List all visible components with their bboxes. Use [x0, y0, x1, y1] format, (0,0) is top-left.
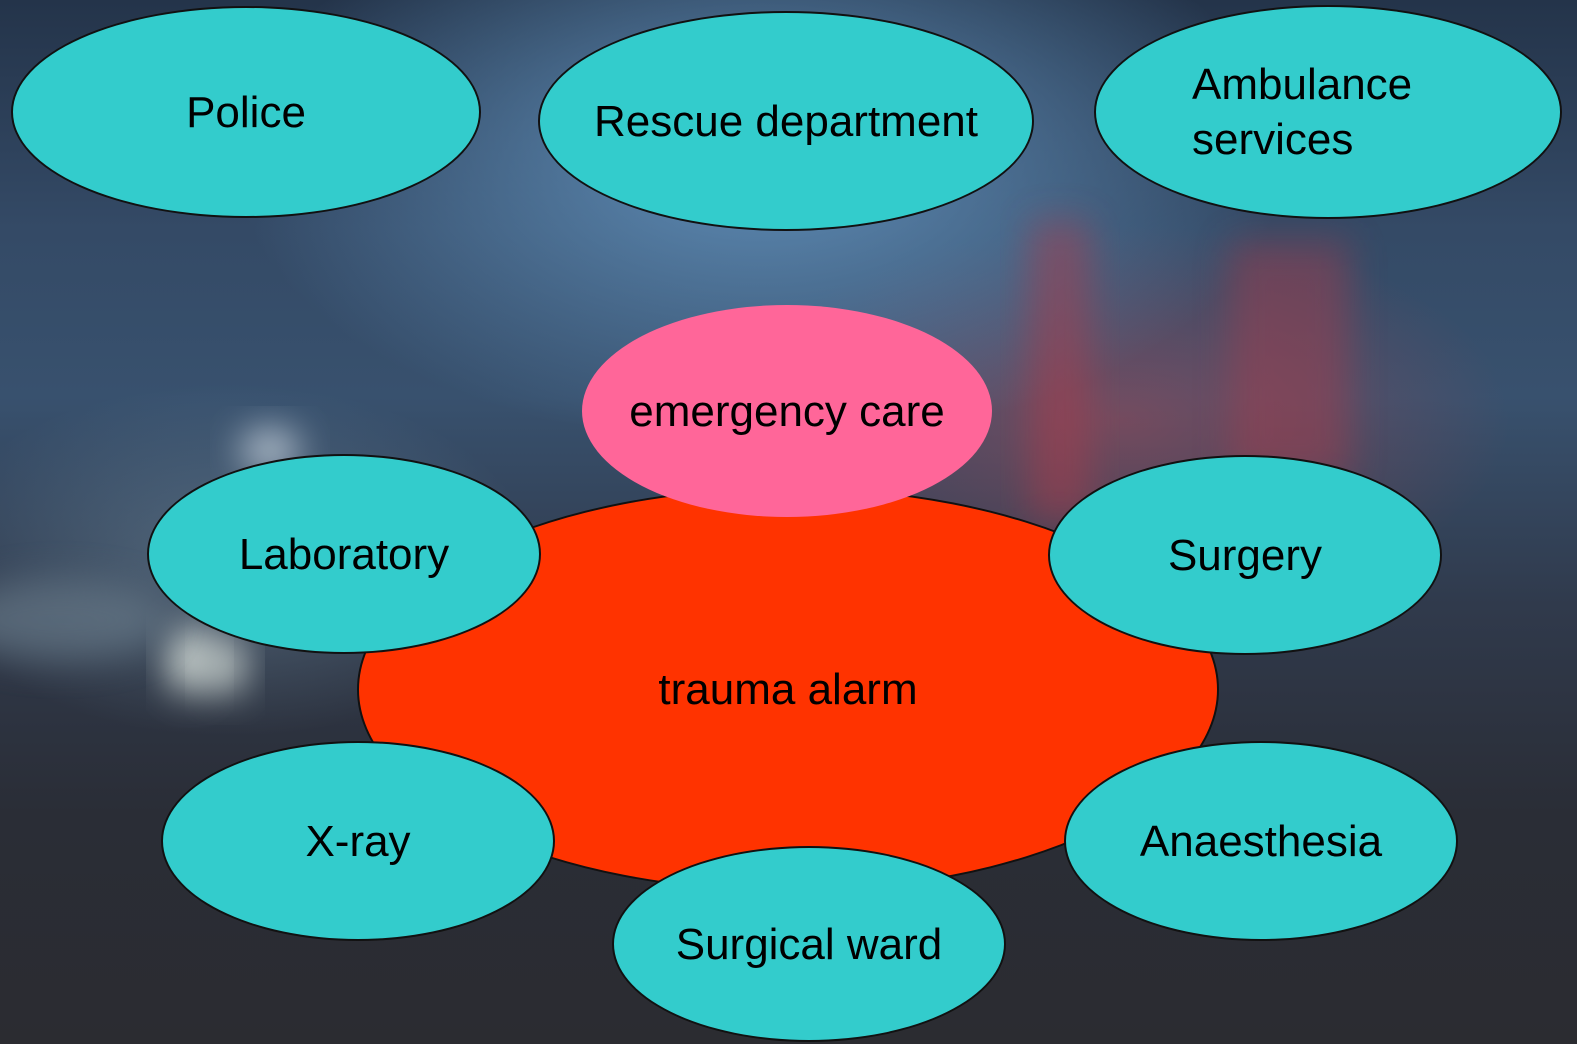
emergency-care-node: emergency care [582, 305, 992, 517]
surgical-ward-label: Surgical ward [675, 919, 943, 969]
ambulance-services-label: Ambulance services [1192, 60, 1413, 164]
emergency-care-label: emergency care [629, 386, 945, 436]
surgery-node: Surgery [1048, 455, 1442, 655]
laboratory-node: Laboratory [147, 454, 541, 654]
anaesthesia-label: Anaesthesia [1139, 816, 1383, 866]
police-node: Police [11, 6, 481, 218]
xray-label: X-ray [305, 816, 411, 866]
rescue-department-node: Rescue department [538, 11, 1034, 231]
xray-node: X-ray [161, 741, 555, 941]
laboratory-label: Laboratory [238, 529, 450, 579]
surgical-ward-node: Surgical ward [612, 846, 1006, 1042]
surgery-label: Surgery [1167, 530, 1323, 580]
trauma-alarm-label: trauma alarm [658, 665, 918, 714]
anaesthesia-node: Anaesthesia [1064, 741, 1458, 941]
rescue-department-label: Rescue department [594, 96, 978, 146]
ambulance-services-node: Ambulance services [1094, 5, 1562, 219]
police-label: Police [186, 87, 306, 137]
